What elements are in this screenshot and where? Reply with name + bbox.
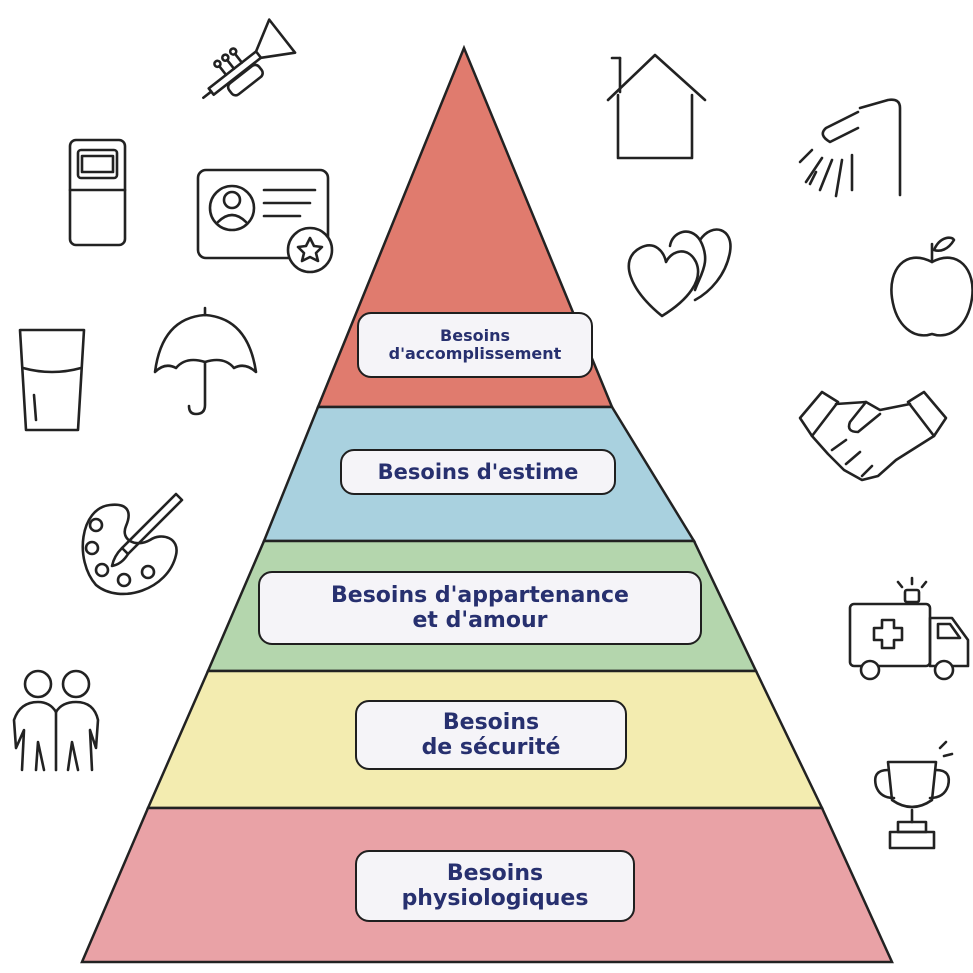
two-people-icon [12, 669, 100, 772]
trumpet-icon [202, 18, 297, 100]
label-estime: Besoins d'estime [340, 449, 616, 495]
label-physiologiques-line-2: physiologiques [401, 886, 589, 911]
shower-icon [798, 98, 902, 198]
phone-booth-icon [68, 138, 127, 247]
house-icon [606, 53, 707, 160]
trophy-icon [873, 740, 954, 850]
apple-icon [890, 236, 973, 337]
label-physiologiques-line-1: Besoins [446, 860, 544, 886]
water-glass-icon [18, 328, 86, 432]
label-appartenance-line-2: et d'amour [412, 608, 548, 633]
label-accomplissement-line-1: Besoins [440, 325, 510, 345]
label-accomplissement-line-2: d'accomplissement [388, 344, 562, 363]
label-accomplissement: Besoins d'accomplissement [357, 312, 593, 378]
label-appartenance: Besoins d'appartenance et d'amour [258, 571, 702, 645]
hearts-icon [627, 228, 732, 318]
label-securite-line-2: de sécurité [421, 735, 561, 760]
label-securite-line-1: Besoins [442, 709, 540, 735]
label-physiologiques: Besoins physiologiques [355, 850, 635, 922]
paint-palette-icon [81, 492, 184, 596]
handshake-icon [798, 390, 948, 482]
umbrella-icon [153, 306, 258, 416]
label-appartenance-line-1: Besoins d'appartenance [331, 582, 629, 608]
label-securite: Besoins de sécurité [355, 700, 627, 770]
id-card-icon [196, 168, 334, 274]
label-estime-line-1: Besoins d'estime [377, 459, 579, 484]
ambulance-icon [848, 576, 970, 681]
